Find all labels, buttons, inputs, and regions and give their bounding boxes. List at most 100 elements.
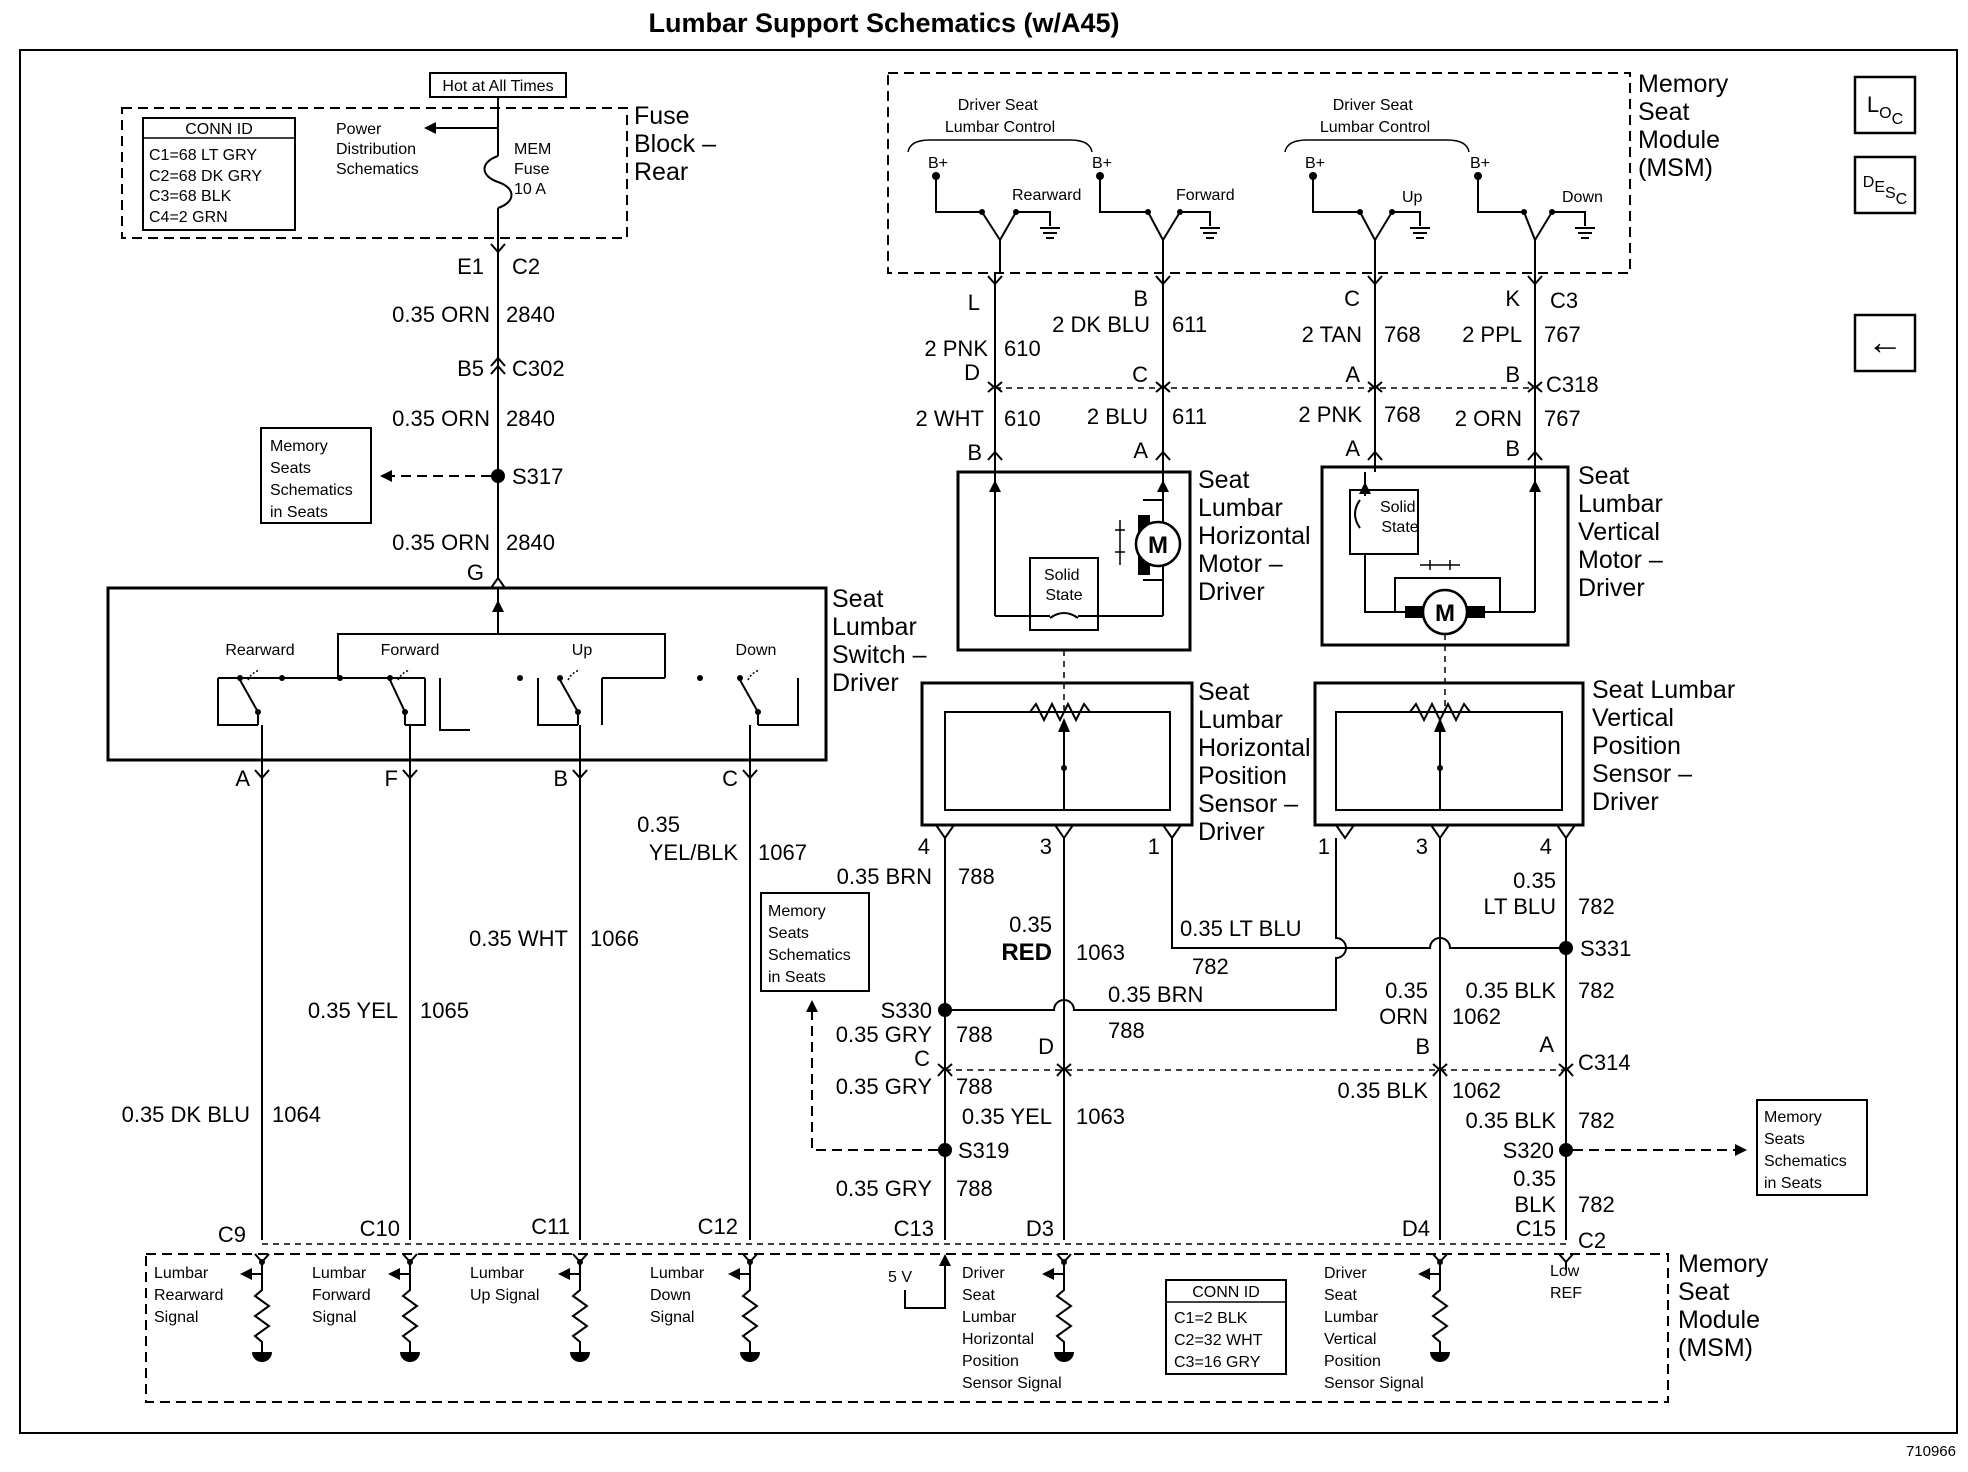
- signal-label: Lumbar Rearward Signal: [154, 1265, 228, 1326]
- switch-output-wires: A F B C 0.35 DK BLU 1064 0.35 YEL 1065 0…: [122, 760, 807, 1247]
- memory-seats-ref-1[interactable]: [260, 427, 372, 524]
- wire-size: 0.35: [1385, 978, 1428, 1003]
- circuit-number: 788: [956, 1022, 993, 1047]
- memory-seats-ref-3[interactable]: [1756, 1099, 1868, 1196]
- wire-size: 0.35 DK BLU: [122, 1102, 250, 1127]
- horizontal-position-sensor: Seat Lumbar Horizontal Position Sensor –…: [920, 678, 1311, 846]
- c314-pin: B: [1415, 1034, 1430, 1059]
- wire-size: 0.35 ORN: [392, 302, 490, 327]
- msm-top-module: Memory Seat Module (MSM) Driver Seat Lum…: [887, 70, 1735, 274]
- wire-size: 2 PPL: [1462, 322, 1522, 347]
- circuit-number: 782: [1578, 978, 1615, 1003]
- vertical-position-sensor: Seat Lumbar Vertical Position Sensor – D…: [1313, 676, 1742, 827]
- mem-fuse-label: MEM Fuse 10 A: [514, 141, 556, 198]
- msm-conn-id-title: CONN ID: [1192, 1284, 1260, 1301]
- wire-size: 0.35 BRN: [1108, 982, 1203, 1007]
- sensor-pin: 4: [1540, 834, 1552, 859]
- back-arrow-icon: ←: [1867, 321, 1903, 362]
- motor-pin: A: [1345, 436, 1360, 461]
- wire-size: 0.35 GRY: [836, 1176, 933, 1201]
- signal-label: Driver Seat Lumbar Vertical Position Sen…: [1324, 1265, 1424, 1392]
- splice-s320: [1559, 1143, 1573, 1157]
- circuit-number: 782: [1578, 894, 1615, 919]
- fuse-block-label: Fuse Block – Rear: [634, 102, 723, 186]
- motor-pin: A: [1133, 438, 1148, 463]
- c314-pin: D: [1038, 1034, 1054, 1059]
- feed-wire-2840: E1 C2 0.35 ORN 2840 B5 C302 0.35 ORN 284…: [260, 238, 565, 589]
- hot-at-all-times-box: [429, 72, 567, 98]
- msm-bottom-module: Memory Seat Module (MSM): [145, 1243, 1769, 1403]
- ground-icon: [252, 1352, 1450, 1362]
- desc-button[interactable]: DESC: [1853, 155, 1917, 215]
- solid-state-box-v: [1349, 489, 1419, 555]
- wire-size: 0.35: [1513, 1166, 1556, 1191]
- msm-pin: K: [1505, 286, 1520, 311]
- signal-label: Driver Seat Lumbar Horizontal Position S…: [962, 1265, 1062, 1392]
- splice-s319: [938, 1143, 952, 1157]
- wire-size: 0.35 LT BLU: [1180, 916, 1301, 941]
- circuit-number: 788: [956, 1176, 993, 1201]
- back-button[interactable]: ←: [1853, 313, 1917, 373]
- conn-pin: E1: [457, 254, 484, 279]
- motor-symbol: M: [1148, 532, 1168, 559]
- b-plus-label: B+: [1092, 155, 1112, 172]
- msm-conn: C15: [1516, 1216, 1556, 1241]
- switch-pin: F: [385, 766, 398, 791]
- msm-pin: L: [968, 290, 980, 315]
- page-title: Lumbar Support Schematics (w/A45): [648, 8, 1119, 38]
- wire-size: 0.35 BLK: [1465, 1108, 1556, 1133]
- circuit-number: 2840: [506, 530, 555, 555]
- wire-size: 0.35 BRN: [837, 864, 932, 889]
- relay-label: Up: [1402, 189, 1423, 206]
- msm-conn: C10: [360, 1216, 400, 1241]
- wire-size: 0.35 GRY: [836, 1022, 933, 1047]
- fuse-conn-row: C1=68 LT GRY: [149, 147, 257, 164]
- msm-conn-row: C1=2 BLK: [1174, 1310, 1248, 1327]
- c318-pin: D: [964, 360, 980, 385]
- circuit-number: 610: [1004, 406, 1041, 431]
- circuit-number: 782: [1192, 954, 1229, 979]
- connector-c318: C318: [1546, 372, 1599, 397]
- v-motor-label: Seat Lumbar Vertical Motor – Driver: [1578, 462, 1670, 602]
- fuse-conn-row: C2=68 DK GRY: [149, 168, 262, 185]
- b-plus-label: B+: [1470, 155, 1490, 172]
- msm-top-label: Memory Seat Module (MSM): [1638, 70, 1735, 182]
- sensor-wiring: 4 3 1 1 3 4 0.35 BRN 788 0.35 RED 1063 0…: [760, 824, 1868, 1253]
- h-motor-label: Seat Lumbar Horizontal Motor – Driver: [1198, 466, 1318, 606]
- b-plus-label: B+: [928, 155, 948, 172]
- motor-pin: B: [1505, 436, 1520, 461]
- wire-size: 2 WHT: [916, 406, 984, 431]
- memory-seats-ref-text: Memory Seats Schematics in Seats: [1764, 1109, 1851, 1192]
- power-distribution-ref[interactable]: Power Distribution Schematics: [336, 121, 420, 178]
- circuit-number: 782: [1578, 1192, 1615, 1217]
- wire-size: 0.35: [1513, 868, 1556, 893]
- sensor-pin: 1: [1148, 834, 1160, 859]
- sensor-pin: 1: [1318, 834, 1330, 859]
- fuse-conn-id-title: CONN ID: [185, 121, 253, 138]
- splice-s317: [491, 469, 505, 483]
- fuse-conn-row: C3=68 BLK: [149, 188, 232, 205]
- relay-label: Rearward: [1012, 187, 1081, 204]
- memory-seats-ref-text: Memory Seats Schematics in Seats: [768, 903, 855, 986]
- wire-size: 2 BLU: [1087, 404, 1148, 429]
- memory-seats-ref-2[interactable]: [760, 892, 870, 992]
- msm-conn-id-table: CONN ID C1=2 BLK C2=32 WHT C3=16 GRY: [1165, 1279, 1287, 1375]
- wire-size: 0.35 YEL: [962, 1104, 1052, 1129]
- circuit-number: 1062: [1452, 1004, 1501, 1029]
- splice-s331: [1559, 941, 1573, 955]
- splice-label: S320: [1503, 1138, 1554, 1163]
- loc-button[interactable]: LOC: [1853, 75, 1917, 135]
- wire-size: 2 PNK: [1298, 402, 1362, 427]
- wire-size: 2 TAN: [1302, 322, 1362, 347]
- splice-label: S330: [881, 998, 932, 1023]
- horizontal-motor: Solid State M Seat Lumbar Horizontal Mot…: [956, 466, 1318, 652]
- connector-c302: C302: [512, 356, 565, 381]
- switch-position-label: Rearward: [225, 642, 294, 659]
- signal-label: Lumbar Down Signal: [650, 1265, 709, 1326]
- wire-size: 0.35 ORN: [392, 406, 490, 431]
- fuse-conn-id-table: CONN ID C1=68 LT GRY C2=68 DK GRY C3=68 …: [142, 117, 296, 231]
- wire-size: 0.35 BLK: [1465, 978, 1556, 1003]
- v-sensor-label: Seat Lumbar Vertical Position Sensor – D…: [1592, 676, 1742, 816]
- circuit-number: 1063: [1076, 1104, 1125, 1129]
- splice-label: S319: [958, 1138, 1009, 1163]
